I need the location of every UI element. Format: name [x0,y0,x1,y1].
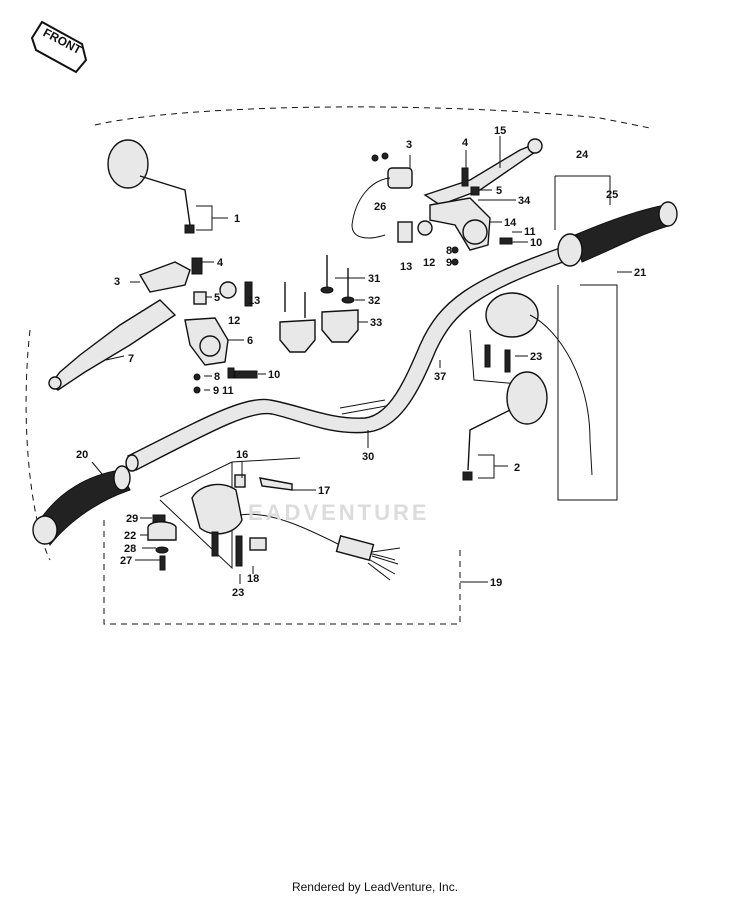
callout-21: 21 [634,267,646,279]
callout-3-upper: 3 [406,139,412,151]
callout-9-upper: 9 [446,257,452,269]
callout-14: 14 [504,217,517,229]
callout-24: 24 [576,149,589,161]
callout-10-upper: 10 [530,237,542,249]
callout-labels: 1 2 3 3 4 4 5 5 6 7 8 8 9 9 10 10 11 11 … [76,125,646,599]
callout-4-left: 4 [217,257,224,269]
callout-4-upper: 4 [462,137,469,149]
callout-17: 17 [318,485,330,497]
callout-23-right: 23 [530,351,542,363]
callout-15: 15 [494,125,506,137]
callout-22: 22 [124,530,136,542]
callout-16: 16 [236,449,248,461]
callout-10-left: 10 [268,369,280,381]
right-grip [554,175,678,267]
callout-5-left: 5 [214,292,220,304]
left-grip [32,465,131,546]
right-mirror [462,371,548,481]
callout-28: 28 [124,543,136,555]
clutch-lever-assembly [351,138,543,266]
callout-13-left: 13 [248,295,260,307]
front-badge: FRONT [30,20,88,74]
callout-32: 32 [368,295,380,307]
handlebar [125,247,564,472]
callout-3-left: 3 [114,276,120,288]
left-mirror [107,139,228,234]
brake-lever-assembly [48,257,258,394]
callout-2: 2 [514,462,520,474]
callout-31: 31 [368,273,380,285]
callout-26: 26 [374,201,386,213]
left-switch-assembly [103,457,461,625]
callout-19: 19 [490,577,502,589]
callout-11-left: 11 [222,385,234,397]
callout-34: 34 [518,195,531,207]
callout-6: 6 [247,335,253,347]
callout-9-left: 9 [213,385,219,397]
callout-30: 30 [362,451,374,463]
callout-12-upper: 12 [423,257,435,269]
callout-27: 27 [120,555,132,567]
callout-25: 25 [606,189,618,201]
leader-lines [91,136,632,584]
callout-5-upper: 5 [496,185,502,197]
callout-7: 7 [128,353,134,365]
callout-8-upper: 8 [446,245,452,257]
outer-boundary [94,106,651,129]
callout-8-left: 8 [214,371,220,383]
handlebar-parts-diagram: FRONT [25,20,678,625]
callout-1: 1 [234,213,240,225]
callout-12-left: 12 [228,315,240,327]
callout-33: 33 [370,317,382,329]
footer-credit: Rendered by LeadVenture, Inc. [291,880,459,894]
callout-20: 20 [76,449,88,461]
callout-18: 18 [247,573,259,585]
callout-37: 37 [434,371,446,383]
handlebar-clamps [279,255,359,353]
callout-23-left: 23 [232,587,244,599]
callout-11-upper: 11 [524,226,536,238]
callout-29: 29 [126,513,138,525]
callout-13-upper: 13 [400,261,412,273]
watermark: EADVENTURE [248,500,430,525]
